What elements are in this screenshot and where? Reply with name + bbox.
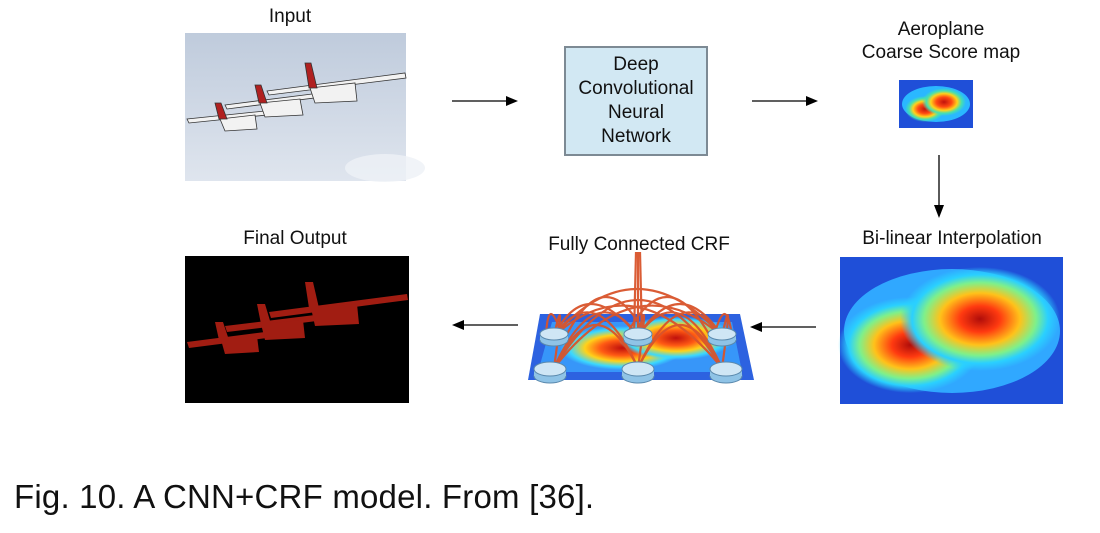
arrow-scoremap-to-interp [934,155,944,218]
scoremap-label-line2: Coarse Score map [861,42,1021,63]
final-output-image [185,256,409,403]
scoremap-label: Aeroplane Coarse Score map [836,18,1046,64]
input-label: Input [268,6,312,27]
interp-heatmap [838,257,1063,404]
figure-caption: Fig. 10. A CNN+CRF model. From [36]. [14,478,595,515]
arrow-interp-to-crf [750,322,816,332]
arrow-crf-to-output [452,320,518,330]
interp-label: Bi-linear Interpolation [862,228,1042,249]
cnn-box: Deep Convolutional Neural Network [564,46,708,156]
input-image [185,33,425,182]
crf-graph [528,251,754,384]
output-label: Final Output [243,228,347,249]
crf-label: Fully Connected CRF [548,234,730,255]
arrow-cnn-to-scoremap [752,96,818,106]
arrow-input-to-cnn [452,96,518,106]
coarse-score-map [899,80,973,128]
cnn-label: Deep Convolutional Neural Network [578,54,694,147]
scoremap-label-line1: Aeroplane [897,19,985,40]
